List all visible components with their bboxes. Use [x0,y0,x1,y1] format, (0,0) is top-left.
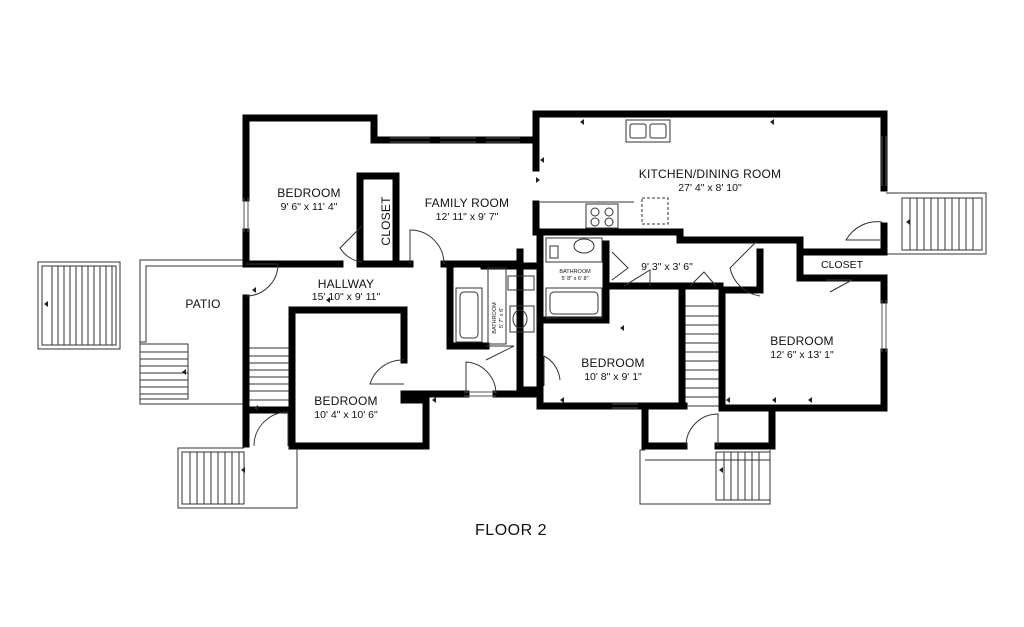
hallway-size: 15' 10" x 9' 11" [312,291,381,303]
stair-west [37,261,121,350]
stove-icon [585,203,619,229]
stair-south-east [639,449,771,505]
bathroom-main-name: BATHROOM [559,269,591,275]
floor-label: FLOOR 2 [475,522,547,539]
bathroom-small-fixtures [455,267,535,345]
closet-nw-name: CLOSET [379,196,393,246]
bathroom-main-size: 5' 8" x 6' 8" [561,276,588,282]
fixtures [455,119,671,345]
kitchen-sink-icon [625,119,671,143]
windows [243,136,887,409]
kitchen-dining-size: 27' 4" x 8' 10" [678,182,742,194]
hallway-name: HALLWAY [318,277,375,291]
bedroom-sw-name: BEDROOM [314,394,377,408]
family-room-name: FAMILY ROOM [425,196,509,210]
bathroom-small-name: BATHROOM [492,302,498,334]
closet-east-name: CLOSET [821,259,864,271]
bathroom-small-size: 5' 7" x 6' [499,308,505,329]
walls [242,110,888,450]
bedroom-east-size: 12' 6" x 13' 1" [770,349,834,361]
bedroom-center-name: BEDROOM [581,356,644,370]
kitchen-dining-name: KITCHEN/DINING ROOM [639,167,781,181]
hall-small-size: 9' 3" x 3' 6" [641,261,693,273]
exterior-elements [37,192,987,509]
direction-markers [44,119,910,473]
refrigerator-icon [641,197,669,225]
bedroom-nw-name: BEDROOM [277,186,340,200]
bedroom-east-name: BEDROOM [770,334,833,348]
room-labels: BEDROOM 9' 6" x 11' 4" CLOSET FAMILY ROO… [185,167,863,421]
stair-south-west [177,447,298,509]
family-room-size: 12' 11" x 9' 7" [436,211,499,223]
patio-outline [139,259,244,405]
doors [245,221,883,447]
patio-name: PATIO [185,297,220,311]
stair-east [886,192,987,255]
bedroom-sw-size: 10' 4" x 10' 6" [314,409,378,421]
bathroom-main-fixtures [545,237,603,319]
bedroom-nw-size: 9' 6" x 11' 4" [281,201,338,213]
bedroom-center-size: 10' 8" x 9' 1" [584,371,642,383]
stair-interior [248,347,290,401]
stair-center [683,305,721,407]
